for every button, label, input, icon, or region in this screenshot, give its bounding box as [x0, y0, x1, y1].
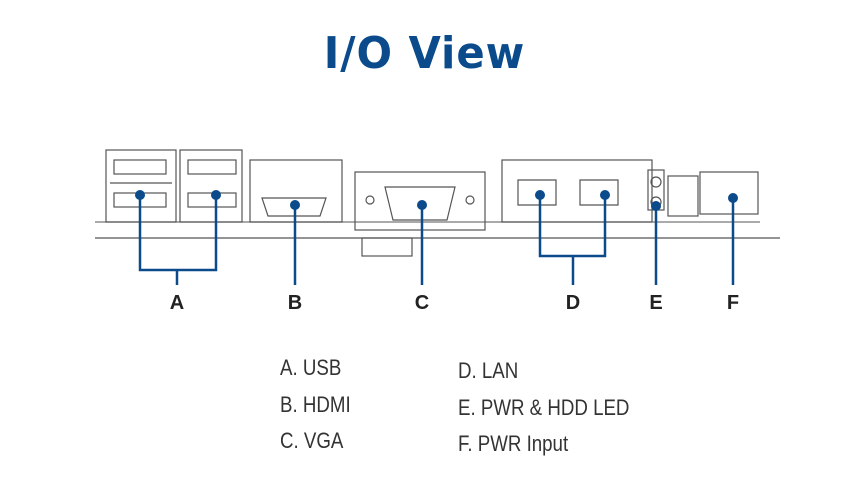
callout-label-f: F	[726, 292, 740, 314]
callout-dot-d1	[535, 190, 545, 200]
usb-port-stack-2	[179, 149, 243, 223]
callout-dot-a2	[211, 190, 221, 200]
page-title: I/O View	[323, 28, 526, 79]
callout-dot-d2	[600, 190, 610, 200]
vga-port	[354, 171, 486, 257]
callout-label-b: B	[287, 292, 303, 314]
callout-dot-e	[651, 201, 661, 211]
legend-item-vga: C. VGA	[280, 428, 344, 453]
callout-dot-a1	[135, 190, 145, 200]
power-input-jack	[667, 171, 759, 217]
legend-item-pwr-hdd-led: E. PWR & HDD LED	[458, 395, 630, 420]
callout-label-d: D	[565, 292, 581, 314]
callout-dot-f	[728, 193, 738, 203]
callout-label-a: A	[169, 292, 185, 314]
callout-label-c: C	[414, 292, 430, 314]
legend-item-hdmi: B. HDMI	[280, 392, 351, 417]
legend-item-usb: A. USB	[280, 355, 342, 380]
callout-dot-b	[290, 200, 300, 210]
legend-item-pwr-input: F. PWR Input	[458, 431, 569, 456]
lan-port-pair	[501, 159, 653, 223]
callout-label-e: E	[649, 292, 663, 314]
callout-dot-c	[417, 200, 427, 210]
legend-item-lan: D. LAN	[458, 358, 519, 383]
